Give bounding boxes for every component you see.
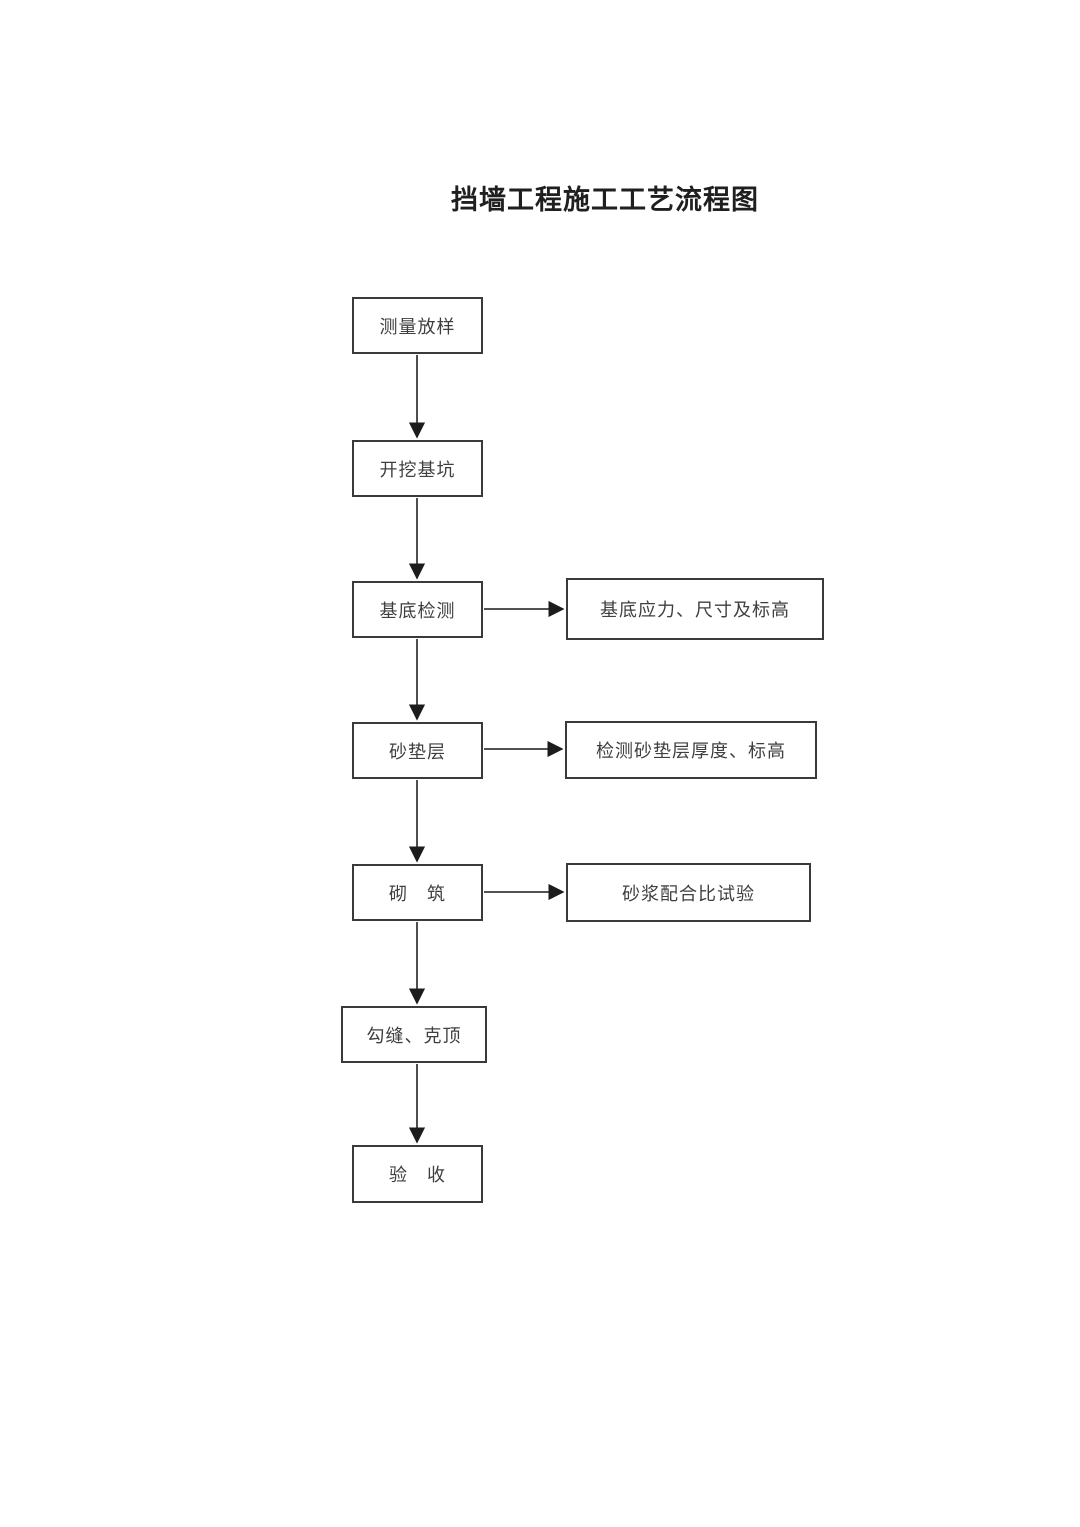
flow-step-masonry: 砌 筑 xyxy=(352,864,483,921)
flow-step-jointing-capping: 勾缝、克顶 xyxy=(341,1006,487,1063)
flow-step-survey-layout: 测量放样 xyxy=(352,297,483,354)
flow-step-sand-cushion: 砂垫层 xyxy=(352,722,483,779)
flow-step-acceptance: 验 收 xyxy=(352,1145,483,1203)
side-note-base-stress: 基底应力、尺寸及标高 xyxy=(566,578,824,640)
page-title: 挡墙工程施工工艺流程图 xyxy=(451,185,759,216)
side-note-mortar-mix-test: 砂浆配合比试验 xyxy=(566,863,811,922)
side-note-cushion-thickness: 检测砂垫层厚度、标高 xyxy=(565,721,817,779)
flow-step-base-inspection: 基底检测 xyxy=(352,581,483,638)
flow-step-excavate-pit: 开挖基坑 xyxy=(352,440,483,497)
